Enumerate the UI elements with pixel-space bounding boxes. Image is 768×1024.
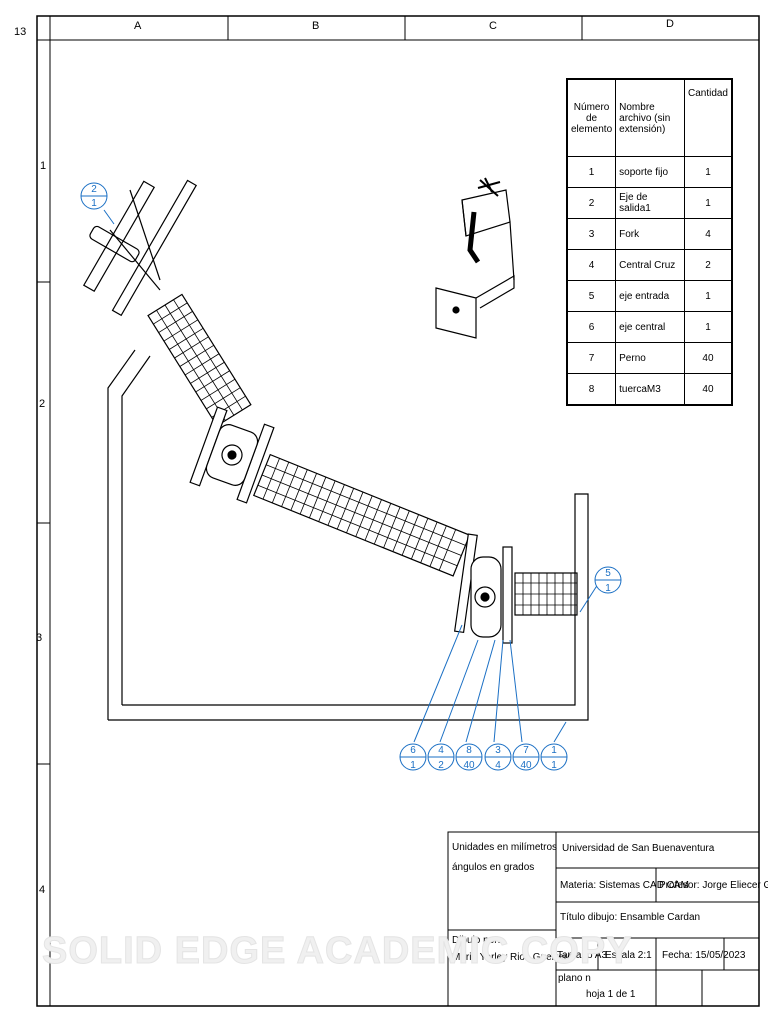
row-qty: 1 (683, 187, 733, 219)
parts-list-header: Número de elemento Nombre archivo (sin e… (566, 78, 733, 157)
zone-label-row-2: 2 (39, 398, 46, 410)
row-name: tuercaM3 (615, 373, 685, 406)
zone-label-col-b: B (312, 20, 320, 32)
row-qty: 2 (683, 249, 733, 281)
row-name: eje entrada (615, 280, 685, 312)
row-number: 8 (566, 373, 617, 406)
row-number: 7 (566, 342, 617, 374)
plane-number: plano n (558, 973, 591, 984)
row-qty: 1 (683, 156, 733, 188)
row-number: 5 (566, 280, 617, 312)
sheet-size: Tamaño A3 (557, 950, 608, 961)
isometric-view (435, 177, 515, 339)
scale: Escala 2:1 (605, 950, 652, 961)
header-number: Número de elemento (566, 78, 617, 157)
watermark: SOLID EDGE ACADEMIC COPY (42, 930, 633, 973)
units-line-2: ángulos en grados (452, 862, 535, 873)
zone-label-col-a: A (134, 20, 142, 32)
row-qty: 1 (683, 311, 733, 343)
drawn-by-label: Dibujo por: (452, 935, 501, 946)
row-number: 3 (566, 218, 617, 250)
row-name: Fork (615, 218, 685, 250)
row-qty: 40 (683, 342, 733, 374)
zone-label-row-4: 4 (39, 884, 46, 896)
subject: Materia: Sistemas CAD CAM (560, 880, 689, 891)
zone-label-col-d: D (666, 18, 674, 30)
drawn-by-name: Maria Yarley Rios Guerrero (452, 952, 573, 963)
units-line-1: Unidades en milímetros (452, 842, 558, 853)
row-name: Perno (615, 342, 685, 374)
sheet-number: hoja 1 de 1 (586, 989, 636, 1000)
professor: Profesor: Jorge Eliecer Gaitan (659, 880, 768, 891)
drawing-title: Título dibujo: Ensamble Cardan (560, 912, 701, 923)
row-qty: 40 (683, 373, 733, 406)
zone-label-col-c: C (489, 20, 497, 32)
row-number: 6 (566, 311, 617, 343)
parts-list-table: Número de elemento Nombre archivo (sin e… (566, 78, 733, 406)
header-name: Nombre archivo (sin extensión) (615, 78, 685, 157)
date: Fecha: 15/05/2023 (662, 950, 746, 961)
corner-label: 13 (14, 26, 27, 38)
row-qty: 1 (683, 280, 733, 312)
zone-label-row-3: 3 (36, 632, 43, 644)
row-name: eje central (615, 311, 685, 343)
row-name: Eje de salida1 (615, 187, 685, 219)
university-name: Universidad de San Buenaventura (562, 843, 715, 854)
zone-label-row-1: 1 (40, 160, 47, 172)
